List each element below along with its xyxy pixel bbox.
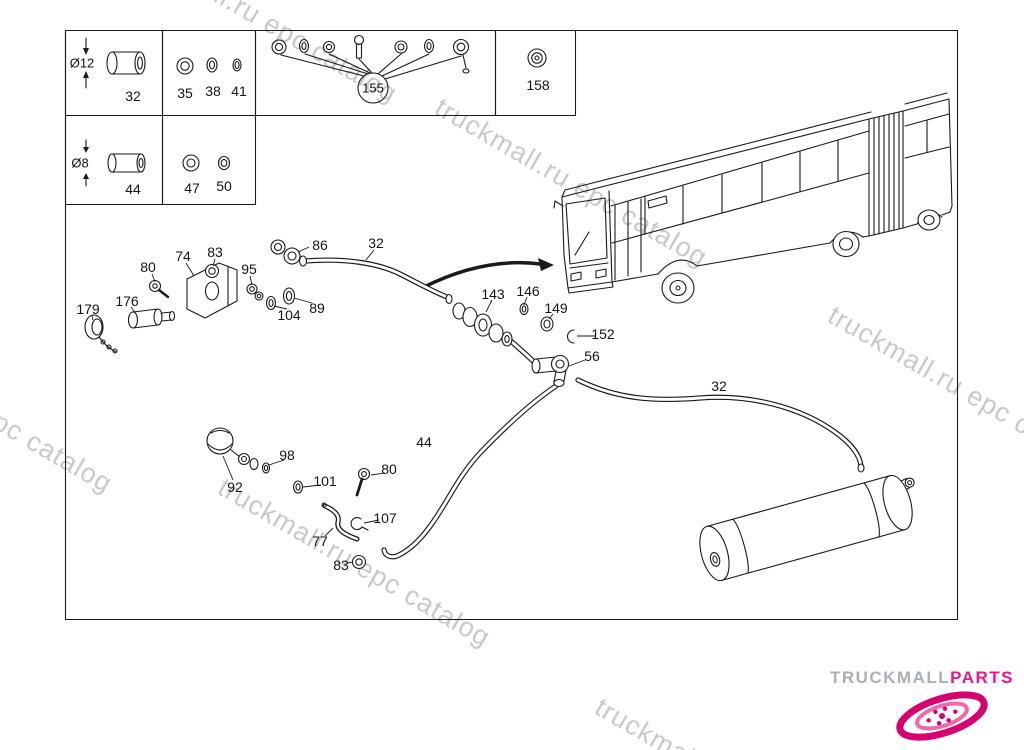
frame [64,29,959,621]
logo-parts: PARTS [950,668,1014,687]
legend-drawings [83,34,547,187]
logo-truckmall: TRUCKMALL [829,668,951,687]
logo: TRUCKMALLPARTS [830,668,1014,688]
logo-wheel-icon [896,691,988,741]
bus-illustration [553,92,953,304]
leader-lines [91,246,596,564]
pointer-arrow [422,258,554,289]
pipes [302,257,865,560]
pipe-44 [381,383,559,560]
muffler [699,474,915,582]
fittings [84,239,575,570]
